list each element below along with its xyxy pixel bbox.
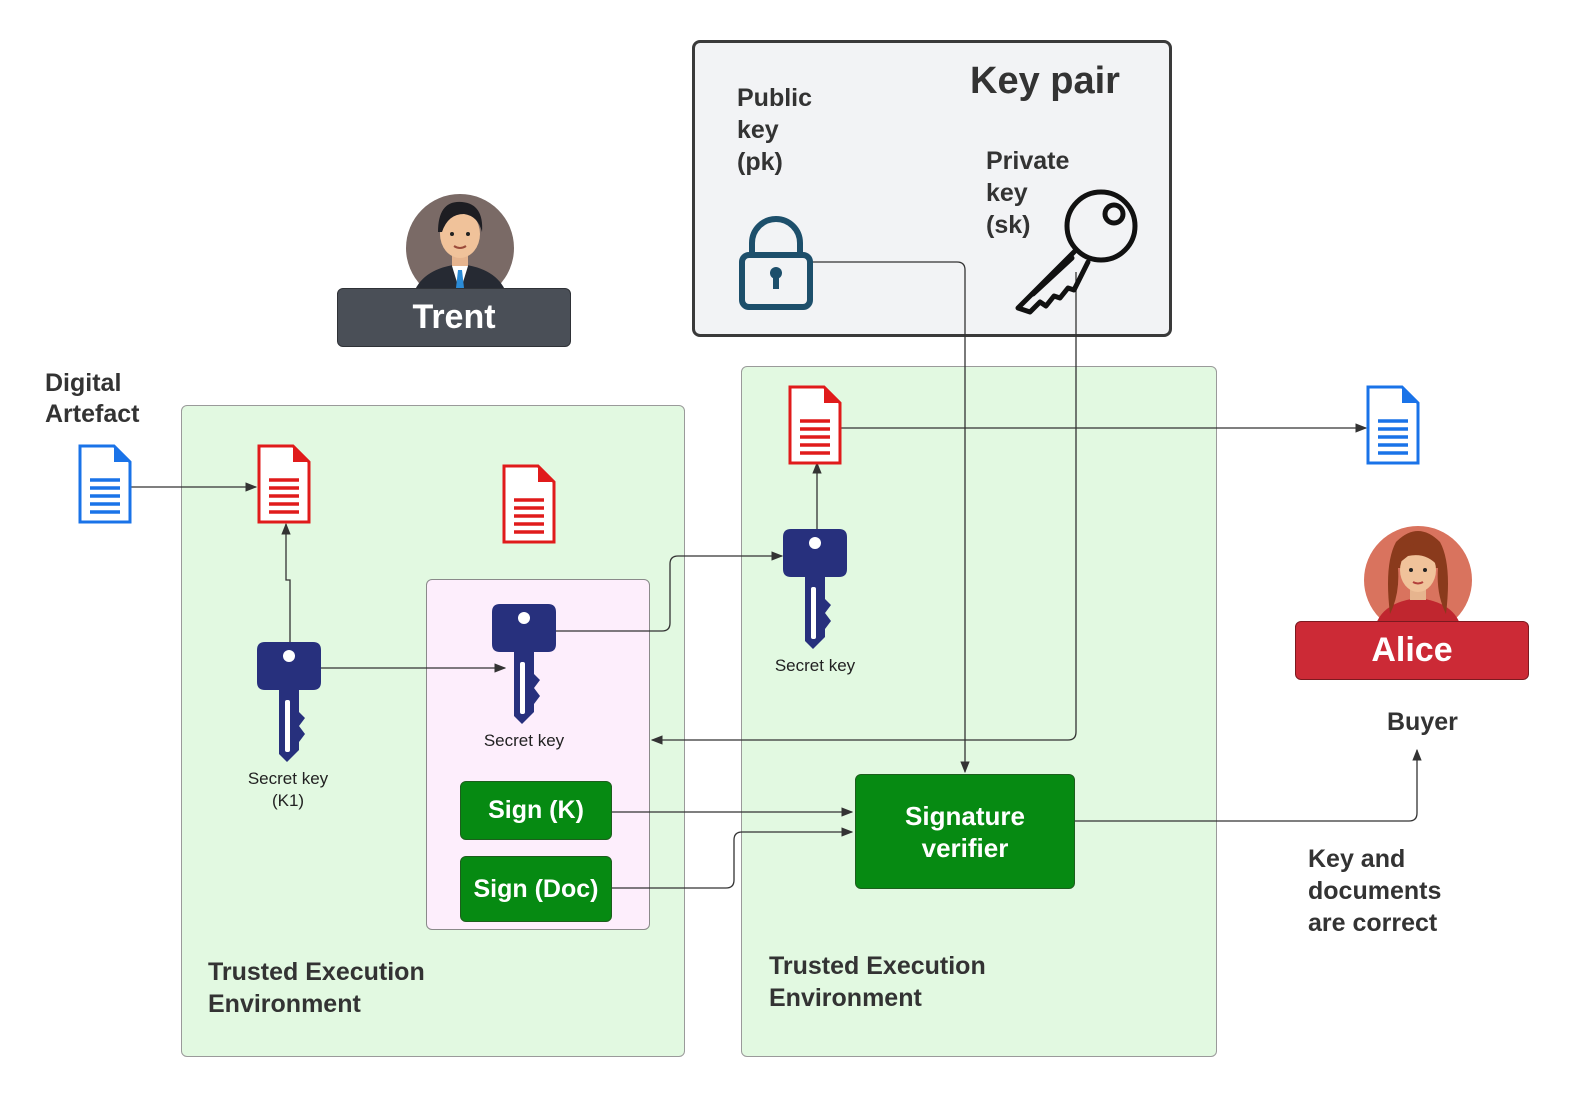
alice-badge: Alice — [1295, 621, 1529, 680]
arrow-signdoc-to-verifier — [612, 827, 854, 889]
private-key-icon — [1015, 189, 1138, 315]
arrow-pk-to-verifier — [810, 261, 970, 774]
arrow-secret-to-right-key — [555, 551, 784, 632]
private-key-label: Private key (sk) — [986, 147, 1070, 239]
tee-right-label: Trusted Execution Environment — [769, 952, 986, 1012]
secret-key-enclave-label: Secret key — [483, 731, 565, 750]
digital-artefact-label: Digital Artefact — [45, 369, 140, 428]
document-icon-signed-left — [257, 444, 311, 524]
trent-badge: Trent — [337, 288, 571, 347]
arrow-k1-to-doc — [281, 522, 291, 643]
alice-avatar-icon — [1364, 526, 1472, 624]
arrow-sk-to-enclave — [650, 272, 1077, 745]
key-icon-k1 — [257, 642, 321, 762]
sign-doc-button[interactable]: Sign (Doc) — [460, 856, 612, 922]
key-icon-right — [783, 529, 847, 649]
secret-key-right-label: Secret key — [774, 656, 856, 675]
keypair-box — [692, 40, 1172, 337]
key-icon-enclave — [492, 604, 556, 724]
trent-avatar-icon — [406, 194, 514, 292]
secret-key-k1-label: Secret key (K1) — [247, 769, 329, 810]
result-label: Key and documents are correct — [1308, 845, 1442, 937]
keypair-title: Key pair — [970, 60, 1120, 102]
document-icon-signed-right — [788, 385, 842, 465]
signature-verifier[interactable]: Signature verifier — [855, 774, 1075, 889]
document-icon-output — [1366, 385, 1420, 465]
tee-right — [741, 366, 1217, 1057]
document-icon-artefact — [78, 444, 132, 524]
sign-k-button[interactable]: Sign (K) — [460, 781, 612, 840]
public-key-label: Public key (pk) — [737, 84, 813, 176]
buyer-label: Buyer — [1387, 708, 1458, 736]
document-icon-enclave — [502, 464, 556, 544]
tee-left-label: Trusted Execution Environment — [208, 958, 425, 1018]
arrow-verifier-to-buyer — [1075, 748, 1422, 822]
lock-icon — [739, 216, 813, 310]
